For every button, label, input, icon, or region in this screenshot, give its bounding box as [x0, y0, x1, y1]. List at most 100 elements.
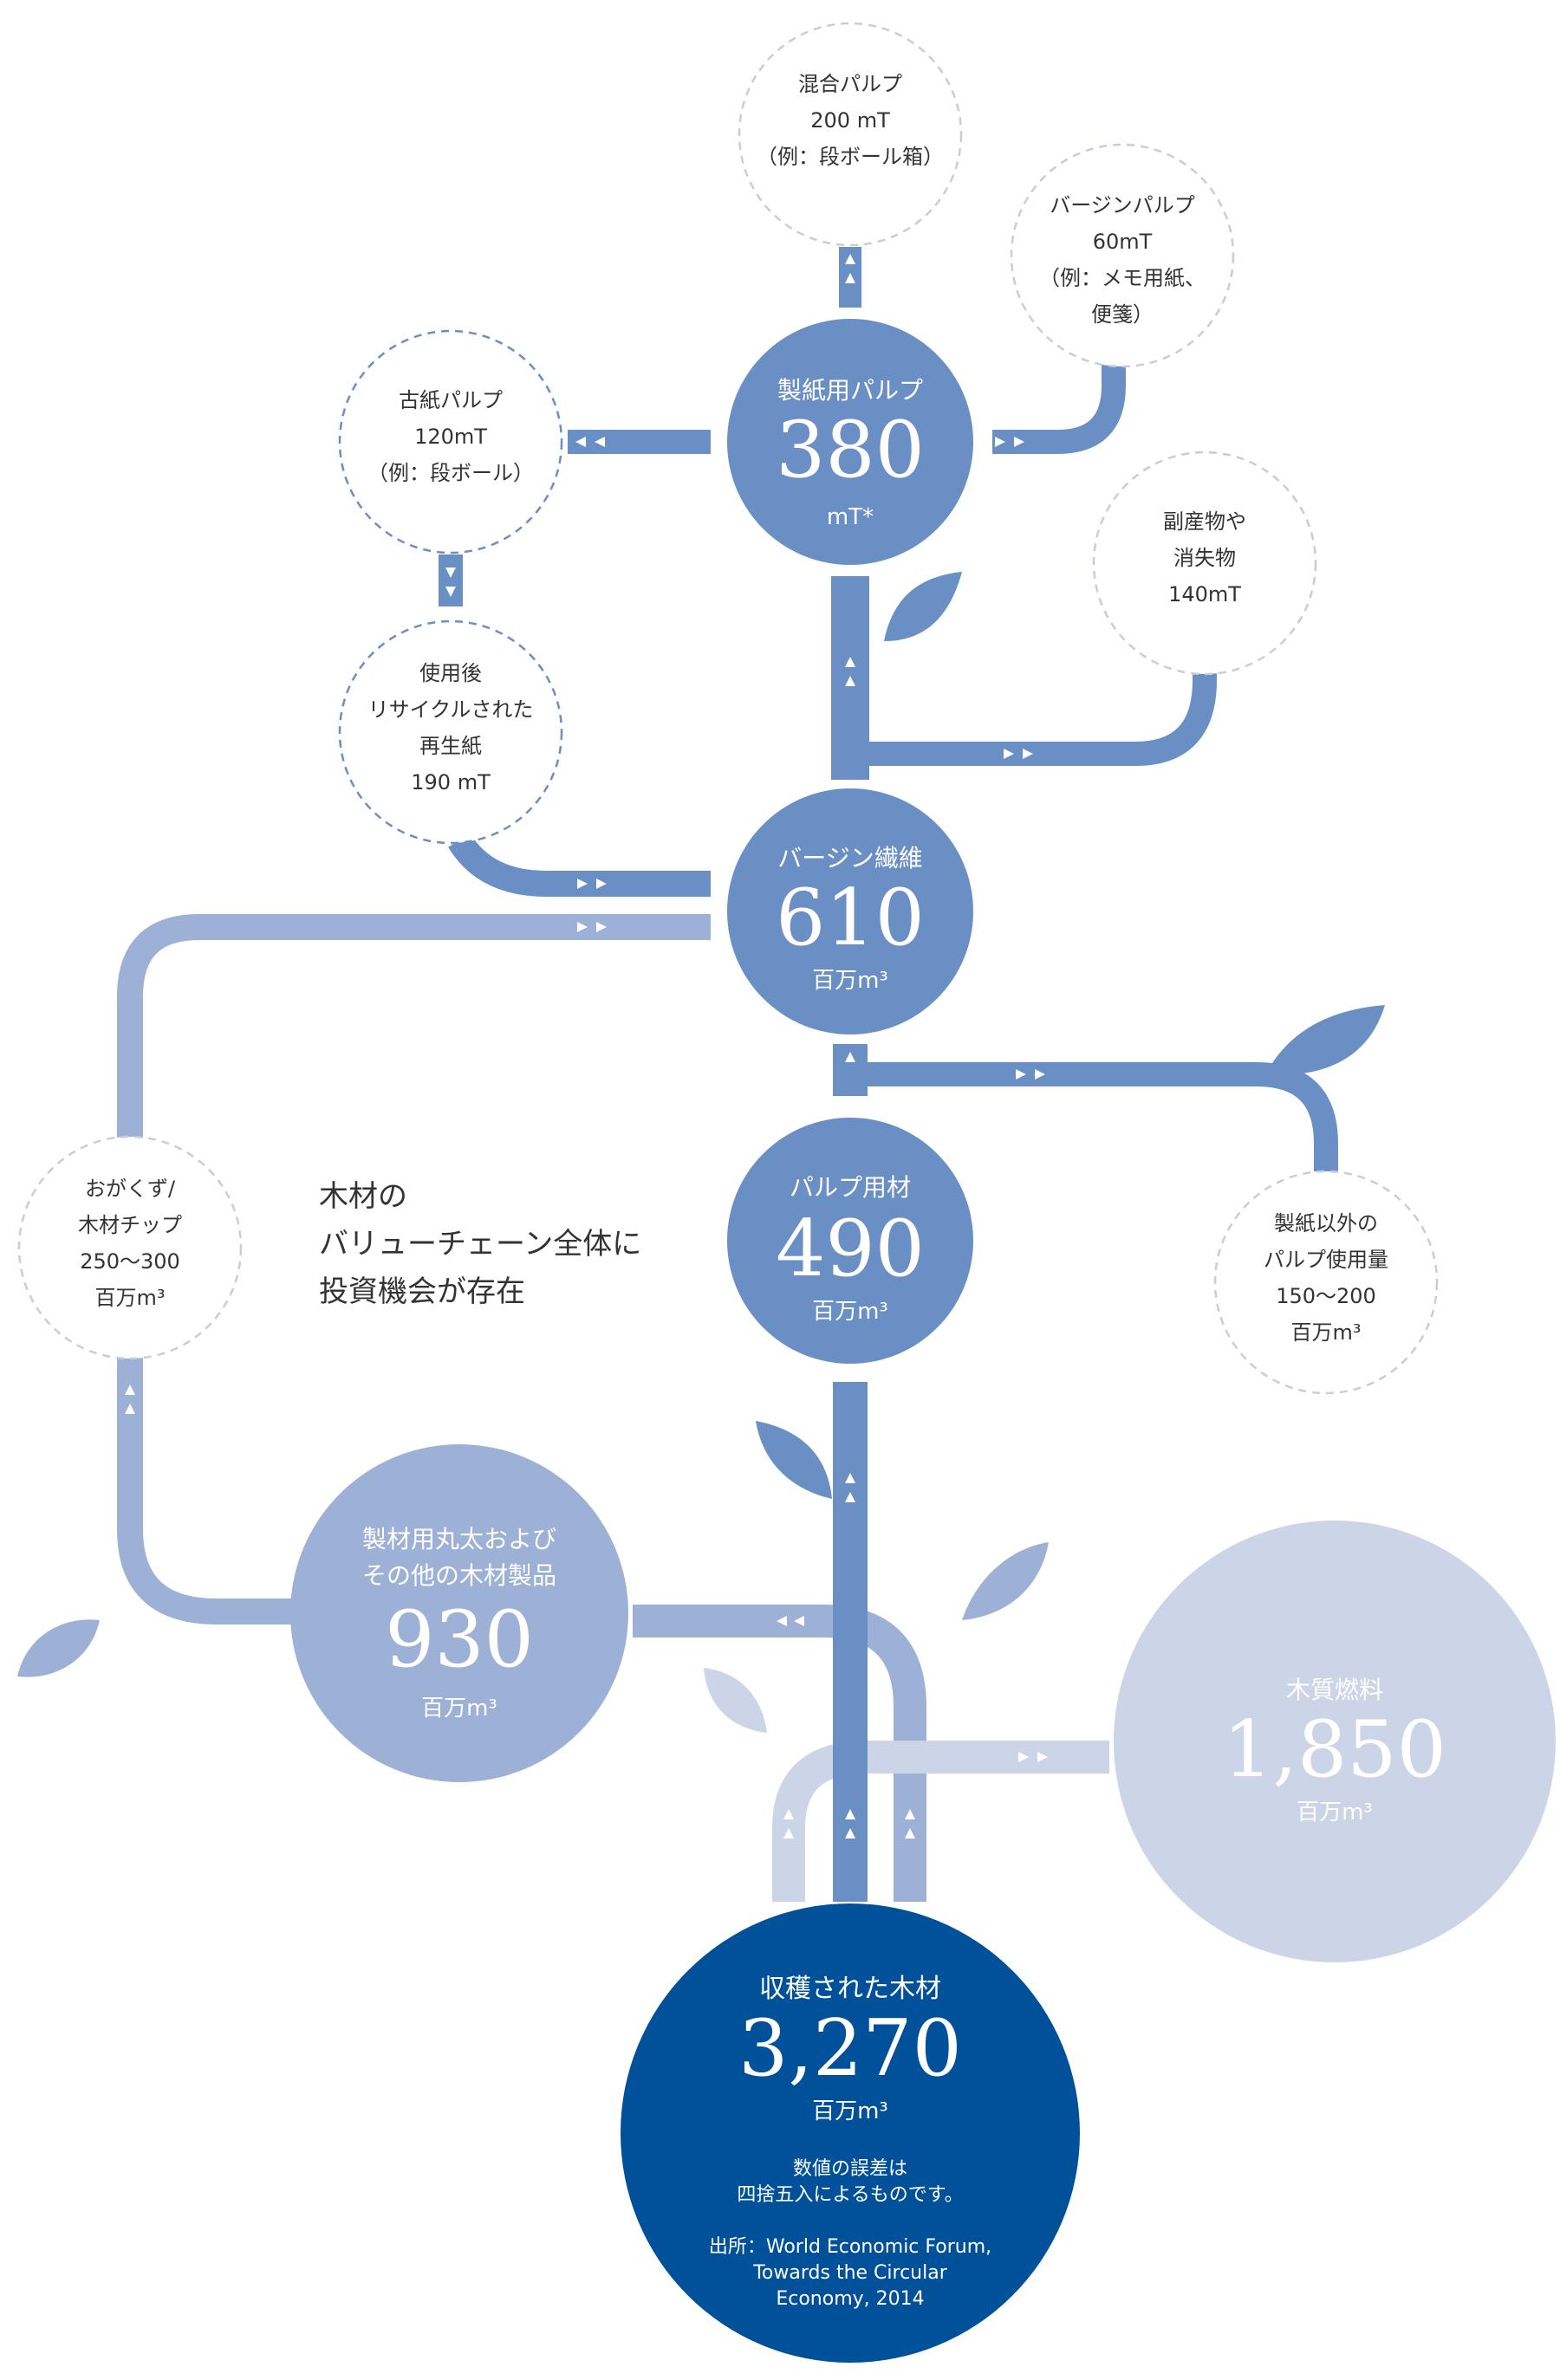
recycled-line1: 使用後 — [419, 661, 482, 685]
node-mixed-pulp — [738, 22, 963, 247]
byproducts-line1: 副産物や — [1163, 509, 1246, 534]
caption-line3: 投資機会が存在 — [319, 1274, 525, 1309]
lumber-value: 930 — [385, 1594, 534, 1685]
virgin-pulp-line2: 60mT — [1093, 230, 1153, 254]
virgin-pulp-line3: （例：メモ用紙、 — [1039, 266, 1206, 290]
harvested-value: 3,270 — [738, 2003, 962, 2094]
arrow-up-icon — [125, 1385, 135, 1395]
node-pulpwood — [727, 1118, 973, 1364]
arrow-up-icon — [845, 273, 855, 283]
lumber-unit: 百万m³ — [421, 1696, 497, 1722]
virgin-fiber-title: バージン繊維 — [777, 844, 922, 872]
wood-fuel-unit: 百万m³ — [1297, 1800, 1373, 1826]
arrow-left-icon — [595, 437, 605, 447]
arrow-right-icon — [995, 437, 1005, 447]
arrow-up-icon — [905, 1828, 915, 1839]
paper-pulp-value: 380 — [776, 405, 925, 496]
non-paper-line3: 150〜200 — [1276, 1284, 1376, 1308]
node-virgin-pulp — [1010, 143, 1235, 368]
arrow-left-icon — [777, 1616, 787, 1626]
harvested-title: 収穫された木材 — [759, 1974, 941, 2004]
node-recycled — [338, 619, 563, 845]
byproducts-line3: 140mT — [1168, 582, 1241, 606]
pipe-recycled-to-fiber — [448, 833, 711, 897]
node-wood-fuel — [1114, 1521, 1556, 1962]
harvested-note-line2: 四捨五入によるものです。 — [737, 2184, 963, 2206]
pipe-byproducts — [850, 667, 1217, 766]
node-byproducts — [1092, 451, 1317, 676]
arrow-right-icon — [1004, 749, 1014, 759]
leaf-icon — [884, 572, 962, 641]
virgin-fiber-value: 610 — [776, 872, 925, 963]
leaf-icon — [704, 1668, 767, 1733]
non-paper-line2: パルプ使用量 — [1264, 1248, 1388, 1272]
arrow-up-icon — [845, 676, 855, 686]
source-line3: Economy, 2014 — [776, 2288, 924, 2310]
node-lumber — [290, 1444, 628, 1782]
recycled-line3: 再生紙 — [419, 734, 482, 758]
arrow-left-icon — [575, 437, 586, 447]
arrow-up-icon — [783, 1809, 794, 1819]
leaf-icon — [1265, 1005, 1385, 1075]
virgin-pulp-line1: バージンパルプ — [1050, 193, 1195, 217]
mixed-pulp-line1: 混合パルプ — [798, 72, 902, 96]
waste-pulp-line2: 120mT — [414, 425, 487, 449]
arrow-up-icon — [845, 657, 855, 667]
non-paper-line1: 製紙以外の — [1274, 1211, 1378, 1235]
node-paper-pulp — [727, 319, 973, 565]
waste-pulp-line3: （例：段ボール） — [367, 461, 534, 485]
arrow-right-icon — [1023, 749, 1033, 759]
arrow-up-icon — [845, 1828, 855, 1839]
wood-fuel-title: 木質燃料 — [1286, 1676, 1383, 1704]
node-sawdust — [17, 1135, 243, 1360]
harvested-note-line1: 数値の誤差は — [793, 2158, 907, 2180]
arrow-up-icon — [845, 1492, 855, 1502]
arrow-up-icon — [905, 1809, 915, 1819]
arrow-right-icon — [1014, 437, 1024, 447]
node-harvested — [621, 1903, 1080, 2363]
arrow-down-icon — [445, 567, 456, 578]
pulpwood-value: 490 — [776, 1203, 925, 1294]
pulpwood-unit: 百万m³ — [812, 1299, 888, 1325]
arrow-right-icon — [596, 922, 607, 932]
arrow-right-icon — [1018, 1752, 1029, 1762]
leaf-icon — [962, 1542, 1049, 1620]
arrow-right-icon — [577, 922, 588, 932]
arrow-up-icon — [845, 1052, 855, 1062]
node-waste-pulp — [338, 329, 563, 554]
waste-pulp-line1: 古紙パルプ — [399, 388, 503, 412]
recycled-line4: 190 mT — [411, 770, 491, 794]
arrow-up-icon — [783, 1828, 794, 1839]
arrow-right-icon — [596, 879, 607, 889]
leaf-icon — [756, 1421, 832, 1499]
caption-line1: 木材の — [319, 1179, 407, 1214]
arrow-right-icon — [1016, 1069, 1026, 1080]
arrow-left-icon — [794, 1616, 804, 1626]
caption-line2: バリューチェーン全体に — [319, 1227, 641, 1261]
paper-pulp-title: 製紙用パルプ — [777, 376, 923, 405]
sawdust-line1: おがくず/ — [85, 1177, 176, 1201]
non-paper-line4: 百万m³ — [1291, 1320, 1362, 1345]
mixed-pulp-line3: （例：段ボール箱） — [757, 145, 944, 169]
arrow-right-icon — [577, 879, 588, 889]
pipe-sawdust-to-lumber — [117, 1352, 295, 1624]
pulpwood-title: パルプ用材 — [790, 1173, 911, 1202]
source-line2: Towards the Circular — [752, 2262, 947, 2284]
pipe-paperpulp-to-virginpulp — [992, 364, 1126, 454]
arrow-right-icon — [1035, 1069, 1045, 1080]
virgin-fiber-unit: 百万m³ — [812, 968, 888, 994]
sawdust-line3: 250〜300 — [80, 1249, 180, 1274]
node-virgin-fiber — [727, 788, 973, 1034]
virgin-pulp-line4: 便箋） — [1091, 302, 1154, 327]
sawdust-line2: 木材チップ — [78, 1213, 182, 1237]
arrow-up-icon — [845, 1473, 855, 1483]
source-line1: 出所：World Economic Forum, — [709, 2236, 991, 2258]
leaf-icon — [17, 1619, 100, 1677]
pipe-fiber-to-sawdust — [117, 914, 711, 1144]
pipe-nonpaper-branch — [850, 1062, 1338, 1171]
recycled-line2: リサイクルされた — [368, 697, 534, 722]
node-non-paper — [1213, 1170, 1439, 1395]
mixed-pulp-line2: 200 mT — [810, 108, 890, 133]
